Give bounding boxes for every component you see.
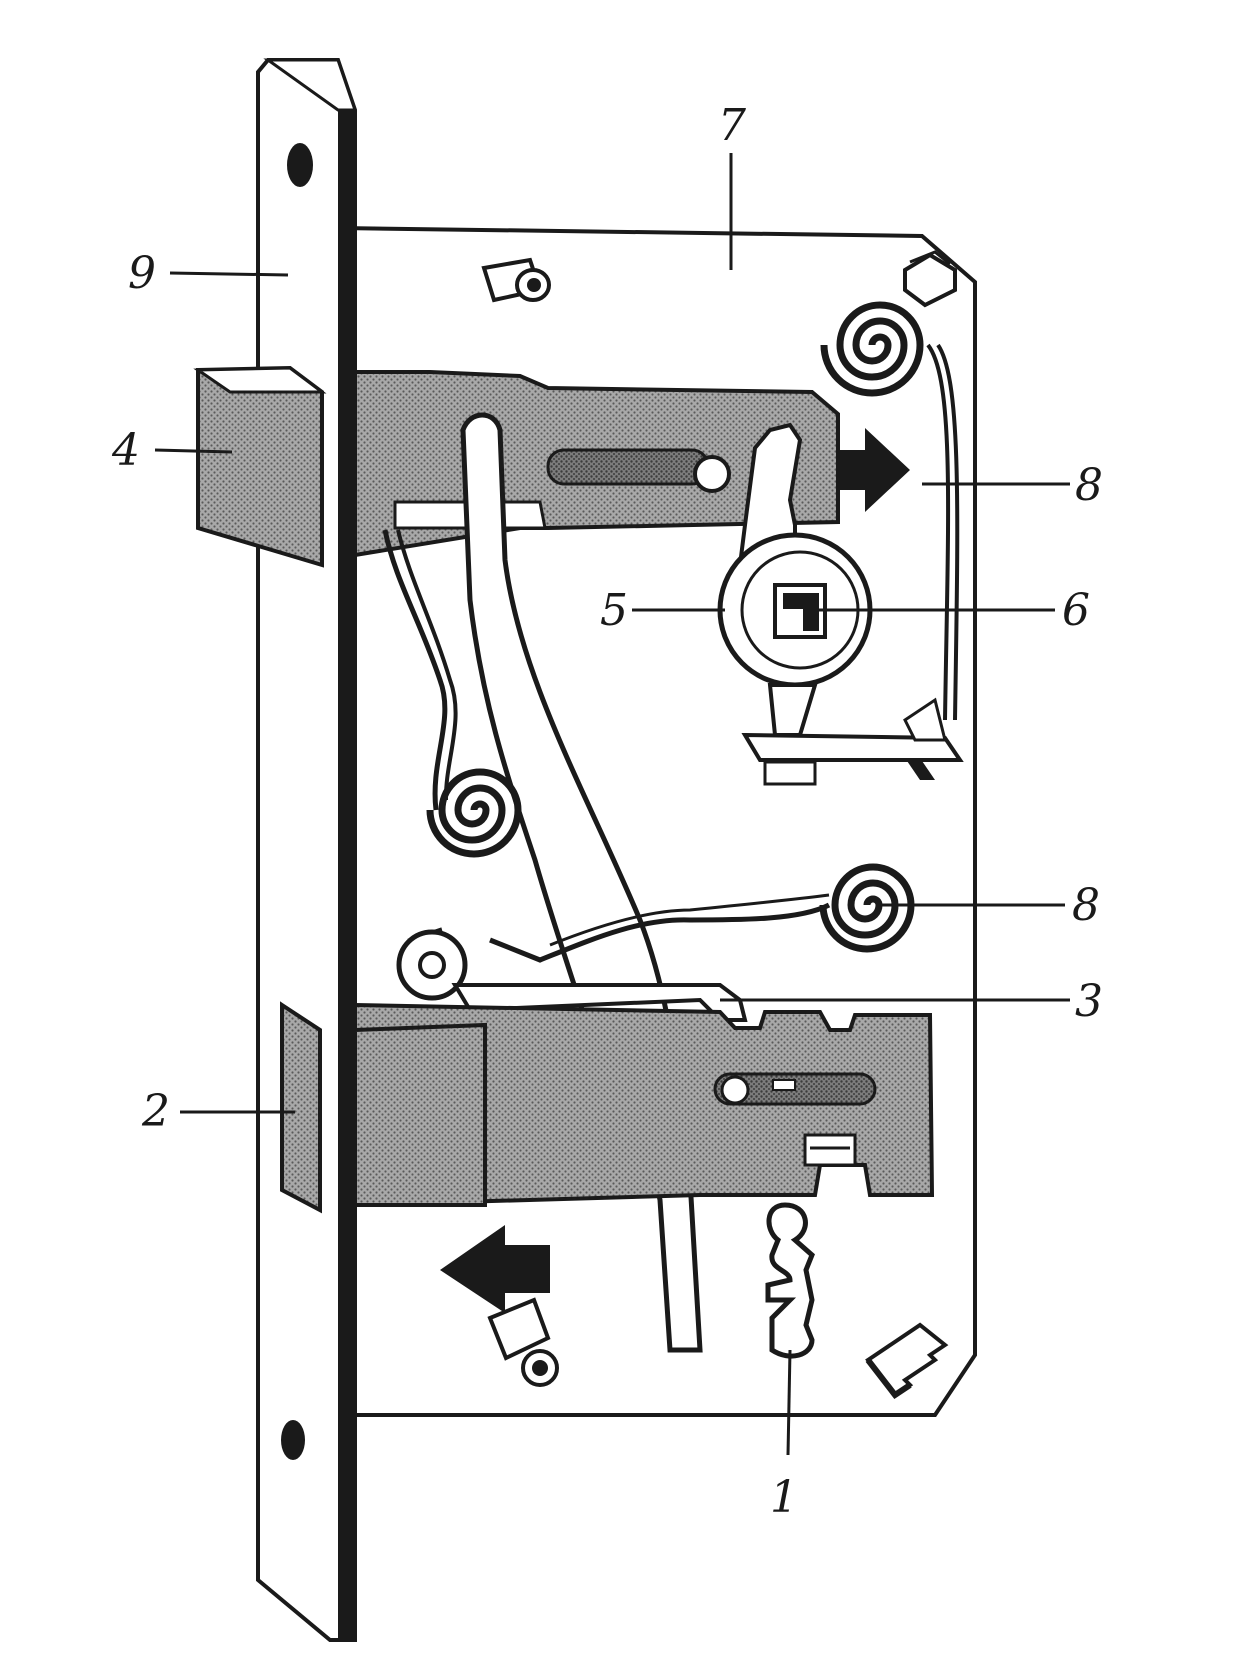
callout-9: 9 [128,248,156,299]
leader-line-4 [154,448,233,454]
arrow-right-icon [840,428,910,512]
callout-5: 5 [600,585,628,636]
keyhole [765,1202,815,1359]
deadbolt-head [193,365,327,568]
callout-6: 6 [1062,585,1090,636]
faceplate [256,58,358,1642]
callout-8-upper: 8 [1075,460,1103,511]
cam-follower [717,422,964,786]
spring-lower-right [489,863,915,963]
mounting-post-bottom [487,1297,559,1387]
callout-labels: 1 2 3 4 5 6 7 8 8 9 [111,100,1103,1523]
leader-line-9 [169,271,289,277]
callout-3: 3 [1075,976,1103,1027]
leader-line-1 [786,1349,792,1456]
deadbolt-slot [546,448,710,486]
spring-middle-left [382,529,522,858]
callout-4: 4 [111,425,140,476]
arrow-left-icon [440,1225,550,1313]
leader-lines [154,153,1070,1456]
spring-top-right [820,250,960,721]
latch-head [280,1001,322,1214]
mounting-post-top [481,257,551,303]
faceplate-screw-hole-top [287,143,313,187]
faceplate-screw-hole-bottom [281,1420,305,1460]
callout-2: 2 [141,1086,170,1137]
corner-bracket [865,1322,949,1400]
callout-8-lower: 8 [1072,880,1100,931]
callout-7: 7 [718,100,746,151]
callout-1: 1 [770,1472,798,1523]
latch-assembly [353,1002,935,1208]
